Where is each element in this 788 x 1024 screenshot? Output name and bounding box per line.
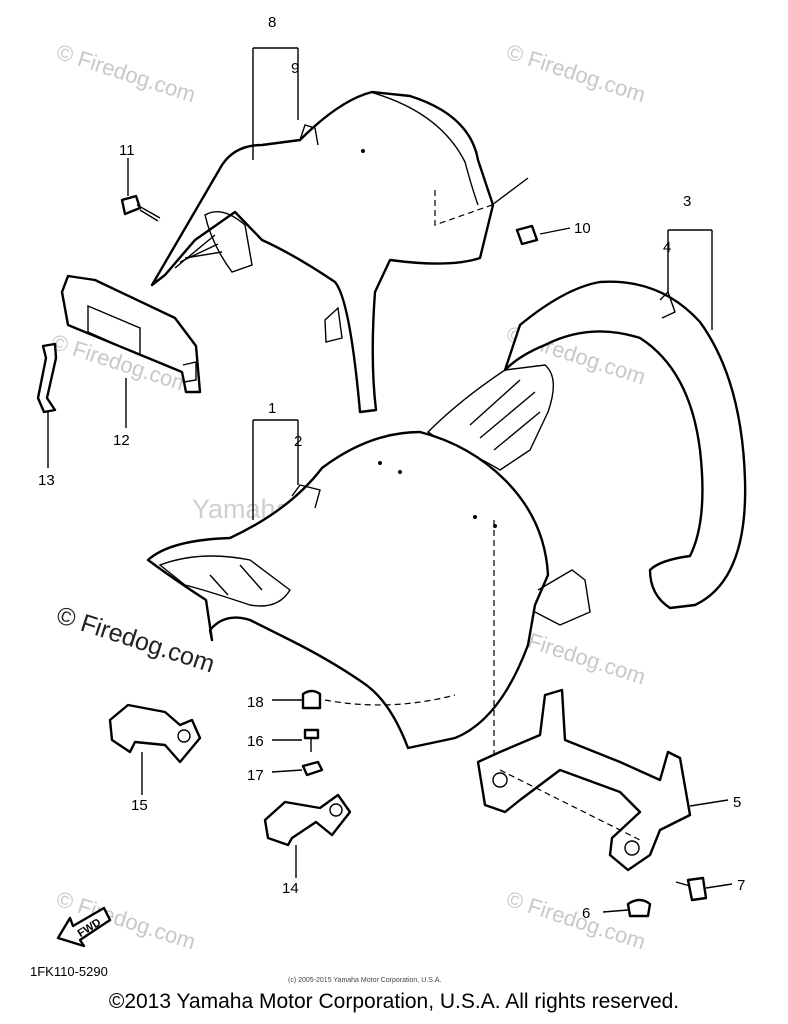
callout-9: 9: [291, 60, 299, 77]
watermark-top-left: © Firedog.com: [53, 39, 198, 107]
callout-10: 10: [574, 220, 591, 237]
callout-8: 8: [268, 14, 276, 31]
callout-2: 2: [294, 433, 302, 450]
callout-12: 12: [113, 432, 130, 449]
callout-13: 13: [38, 472, 55, 489]
callout-14: 14: [282, 880, 299, 897]
front-seat: [146, 430, 591, 760]
seat-lock-15: [108, 703, 202, 795]
seat-cover-plate: [60, 274, 202, 428]
watermark-bottom-right: © Firedog.com: [503, 886, 648, 954]
callout-numbers: 8 9 11 10 3 4 1 2 12 13 18 16 17 15 14 5…: [38, 14, 745, 922]
callout-17: 17: [247, 767, 264, 784]
small-hardware-right: [602, 876, 733, 918]
diagram-reference: 1FK110-5290: [30, 964, 108, 979]
callout-18: 18: [247, 694, 264, 711]
watermark-top-right: © Firedog.com: [503, 39, 648, 107]
leader-lines: [252, 47, 713, 520]
callout-7: 7: [737, 877, 745, 894]
bolt-11: [120, 158, 161, 222]
seat-strap: [36, 342, 58, 468]
rear-seat-cowl: [150, 90, 529, 414]
seat-lock-14: [263, 793, 352, 878]
watermark-dark-left: © Firedog.com: [53, 601, 218, 678]
callout-3: 3: [683, 193, 691, 210]
footer-copyright: ©2013 Yamaha Motor Corporation, U.S.A. A…: [108, 990, 680, 1013]
callout-4: 4: [663, 239, 671, 256]
callout-16: 16: [247, 733, 264, 750]
callout-15: 15: [131, 797, 148, 814]
callout-5: 5: [733, 794, 741, 811]
callout-1: 1: [268, 400, 276, 417]
small-hardware: [271, 689, 324, 777]
small-copyright: (c) 2005-2015 Yamaha Motor Corporation, …: [288, 977, 441, 984]
callout-11: 11: [119, 142, 135, 159]
nut-10: [515, 224, 571, 246]
seat-bracket: [476, 688, 729, 872]
callout-6: 6: [582, 905, 590, 922]
